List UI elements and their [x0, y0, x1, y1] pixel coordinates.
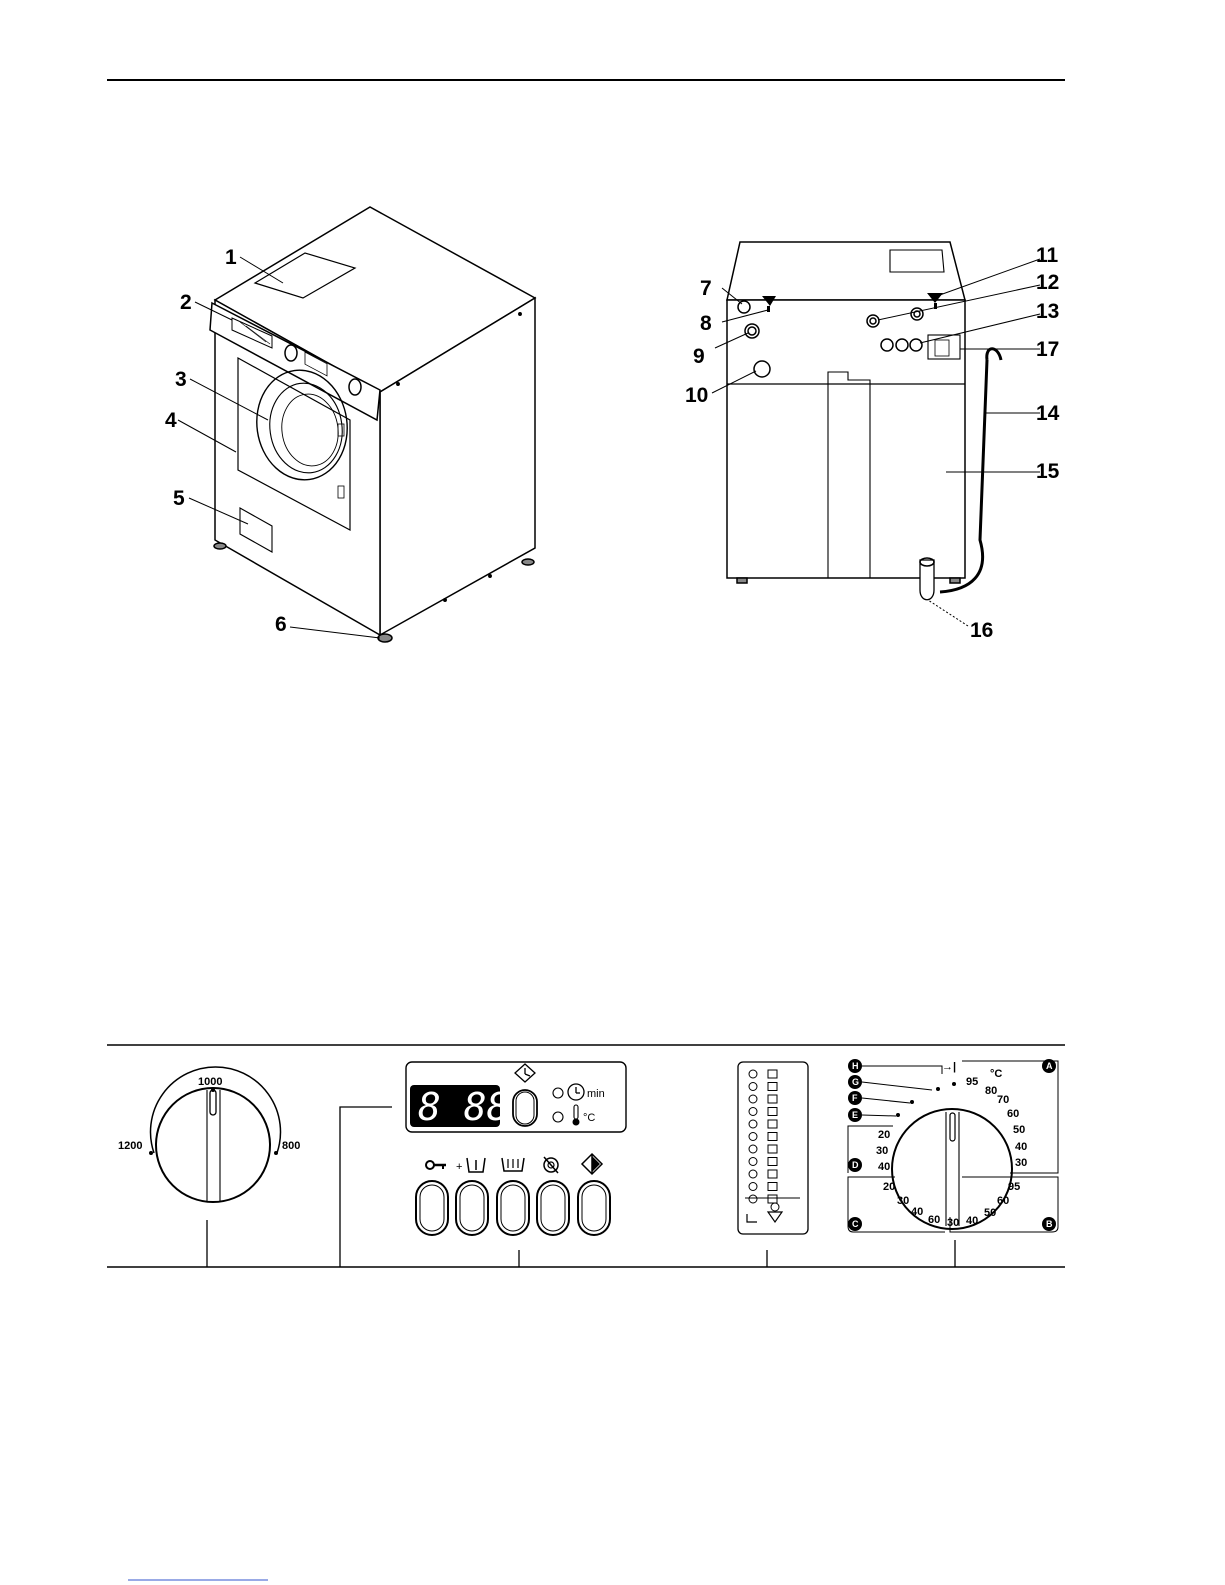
- program-group-letter: E: [852, 1110, 858, 1120]
- callout-2: 2: [180, 291, 192, 314]
- no-spin-icon: [544, 1157, 558, 1173]
- temp-label-d: 30: [876, 1145, 888, 1157]
- thermometer-icon: [574, 1105, 578, 1119]
- program-group-letter: D: [852, 1160, 859, 1170]
- program-group-letter: F: [852, 1093, 858, 1103]
- program-led: [749, 1195, 757, 1203]
- temp-label-a: 70: [997, 1094, 1009, 1106]
- callout-8: 8: [700, 312, 712, 335]
- start-button[interactable]: [578, 1181, 610, 1235]
- delay-start-button[interactable]: [513, 1090, 537, 1126]
- temp-label-a: 80: [985, 1085, 997, 1097]
- program-led: [749, 1120, 757, 1128]
- temp-label-b: 50: [984, 1207, 996, 1219]
- no-spin-button[interactable]: [537, 1181, 569, 1235]
- control-panel: 1000 1200 800 8 88 min: [107, 1045, 1065, 1267]
- temp-label-c: 60: [928, 1214, 940, 1226]
- program-progress-panel: [738, 1062, 808, 1267]
- program-group-letter: G: [852, 1077, 859, 1087]
- temp-label-a: 60: [1007, 1108, 1019, 1120]
- program-led: [749, 1183, 757, 1191]
- prewash-button[interactable]: [456, 1181, 488, 1235]
- display-module: 8 88 min °C: [406, 1062, 626, 1132]
- program-group-letter: A: [1046, 1061, 1053, 1071]
- callout-10: 10: [685, 384, 708, 407]
- back-machine-illustration: [727, 242, 1001, 600]
- callout-7: 7: [700, 277, 712, 300]
- program-led: [749, 1108, 757, 1116]
- key-lock-button[interactable]: [416, 1181, 448, 1235]
- temp-label-b: 30: [947, 1217, 959, 1229]
- callout-12: 12: [1036, 271, 1059, 294]
- temp-label-d: 20: [878, 1129, 890, 1141]
- temp-label-c: 30: [897, 1195, 909, 1207]
- program-led: [749, 1070, 757, 1078]
- main-wash-button[interactable]: [497, 1181, 529, 1235]
- drain-led: [771, 1203, 779, 1211]
- callout-3: 3: [175, 368, 187, 391]
- program-led: [749, 1133, 757, 1141]
- callout-14: 14: [1036, 402, 1060, 425]
- temp-unit-label: °C: [583, 1112, 595, 1124]
- temp-unit: °C: [990, 1068, 1002, 1080]
- callout-13: 13: [1036, 300, 1059, 323]
- program-led: [749, 1083, 757, 1091]
- spin-value-800: 800: [282, 1140, 300, 1152]
- temp-label-b: 60: [997, 1195, 1009, 1207]
- program-group-letter: H: [852, 1061, 859, 1071]
- temp-label-a: 30: [1015, 1157, 1027, 1169]
- callout-16: 16: [970, 619, 993, 642]
- callout-1: 1: [225, 246, 237, 269]
- front-machine-illustration: [210, 207, 535, 642]
- spin-value-1000: 1000: [198, 1076, 222, 1088]
- temp-label-c: 20: [883, 1181, 895, 1193]
- program-led: [749, 1095, 757, 1103]
- callout-11: 11: [1036, 244, 1059, 267]
- temp-label-b: 40: [966, 1215, 978, 1227]
- temp-label-b: 95: [1008, 1181, 1020, 1193]
- callout-6: 6: [275, 613, 287, 636]
- key-icon: [426, 1161, 446, 1169]
- program-group-letter: B: [1046, 1219, 1053, 1229]
- spin-speed-dial[interactable]: 1000 1200 800: [118, 1067, 300, 1267]
- temp-label-c: 40: [911, 1206, 923, 1218]
- callout-4: 4: [165, 409, 177, 432]
- program-led: [749, 1170, 757, 1178]
- temp-label-a: 50: [1013, 1124, 1025, 1136]
- program-led: [749, 1158, 757, 1166]
- start-icon: [582, 1154, 602, 1174]
- callout-17: 17: [1036, 338, 1059, 361]
- option-buttons: +: [416, 1154, 610, 1267]
- program-led: [749, 1145, 757, 1153]
- min-indicator-led: [553, 1088, 563, 1098]
- temp-label-d: 40: [878, 1161, 890, 1173]
- display-leader: [340, 1107, 392, 1267]
- callout-9: 9: [693, 345, 705, 368]
- prewash-plus-label: +: [456, 1161, 462, 1173]
- callout-15: 15: [1036, 460, 1060, 483]
- temp-indicator-led: [553, 1112, 563, 1122]
- callout-5: 5: [173, 487, 185, 510]
- main-wash-icon: [502, 1158, 524, 1171]
- end-symbol: →|: [942, 1061, 956, 1073]
- temp-label-a: 95: [966, 1076, 978, 1088]
- program-dial[interactable]: →| °C95807060504030956050403020304060203…: [848, 1059, 1058, 1267]
- prewash-icon: +: [456, 1158, 485, 1173]
- min-label: min: [587, 1088, 605, 1100]
- spin-value-1200: 1200: [118, 1140, 142, 1152]
- temp-label-a: 40: [1015, 1141, 1027, 1153]
- program-group-letter: C: [852, 1219, 859, 1229]
- digit-display: 8 88: [418, 1085, 510, 1129]
